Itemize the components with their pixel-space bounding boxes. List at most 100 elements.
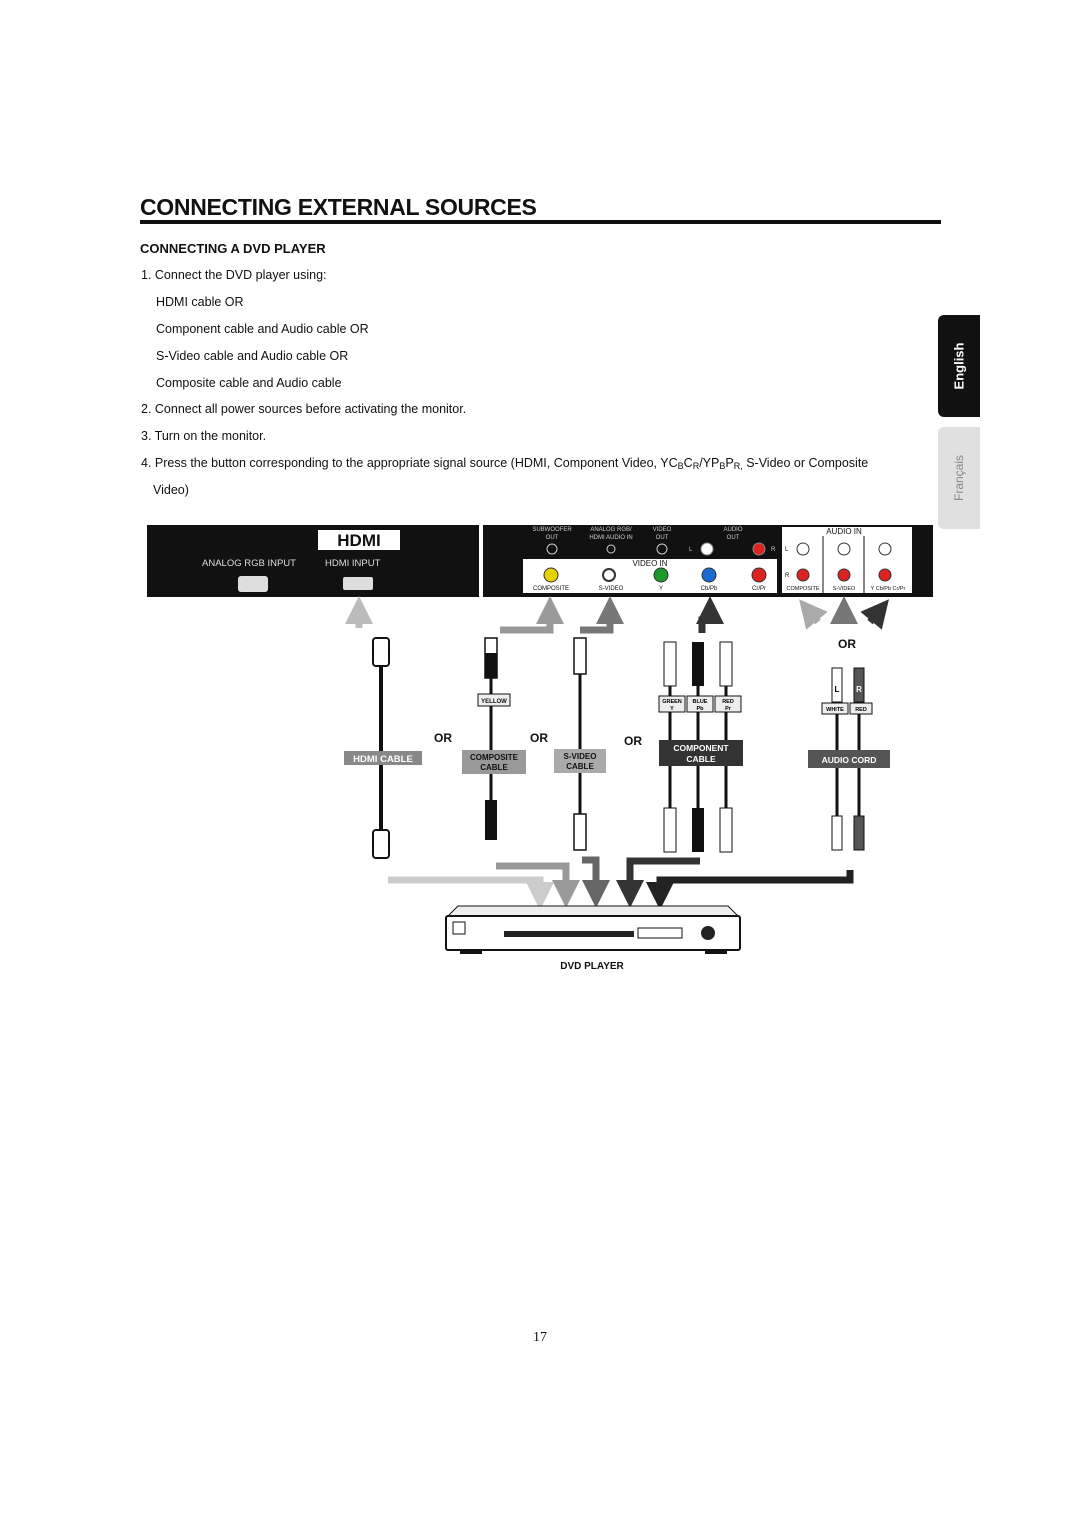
hdmi-plug-top-icon [372,637,390,667]
tab-francais[interactable]: Français [938,427,980,529]
svideo-jack-label: S-VIDEO [599,586,624,592]
audio-in-label: AUDIO IN [826,527,862,536]
svideo-plug-top-icon [573,637,587,675]
audio-up-arrow-3-icon [860,599,889,630]
svideo-cable-label-2: CABLE [566,762,594,771]
hdmi-input-label: HDMI INPUT [325,558,381,569]
svideo-cable-label-1: S-VIDEO [564,752,597,761]
red-tag [714,695,742,713]
tab-english[interactable]: English [938,315,980,417]
analog-rgb-input-label: ANALOG RGB INPUT [202,558,296,569]
blue-tag-label: BLUE [693,699,708,705]
audio-svideo-label: S-VIDEO [833,586,856,592]
audio-r1-jack-icon [796,568,810,582]
audio-in-l: L [785,547,789,553]
step-3: 3. Turn on the monitor. [141,429,267,443]
component-cable-badge [659,740,743,766]
composite-jack-label: COMPOSITE [533,586,569,592]
component-plug-green-bottom-icon [663,807,677,853]
step-4-c: C [683,456,693,470]
audio-in-jack-icon [606,544,616,554]
option-hdmi: HDMI cable OR [156,295,244,309]
cb-jack-icon [701,567,717,583]
svideo-jack-icon [602,568,616,582]
green-tag-y: Y [670,706,674,712]
composite-plug-bottom-icon [485,800,497,840]
audio-r3-jack-icon [878,568,892,582]
step-4-rest: S-Video or Composite [742,456,869,470]
connection-diagram: HDMI ANALOG RGB INPUT HDMI INPUT SUBWOOF… [147,525,933,972]
audio-plug-white-bottom-icon [831,815,843,851]
page-number: 17 [533,1330,547,1345]
audio-plug-r: R [856,685,862,694]
or-label-audio: OR [838,637,856,651]
audio-out-label: OUT [727,535,740,541]
svideo-down-arrow-icon [582,856,610,908]
audio-out-r-jack-icon [752,542,766,556]
red-audio-tag [849,702,873,715]
option-component: Component cable and Audio cable OR [156,322,369,336]
title-rule [140,220,941,224]
audio-composite-label: COMPOSITE [786,586,819,592]
dvd-top-icon [446,905,740,917]
audio-r2-jack-icon [837,568,851,582]
video-out-jack-icon [656,543,668,555]
white-tag-label: WHITE [826,707,844,713]
y-jack-icon [653,567,669,583]
audio-ycbcr-label: Y Cb/Pb Cr/Pr [871,586,906,592]
hdmi-plug-bottom-icon [372,829,390,859]
dvd-tray-icon [504,931,634,937]
dvd-power-icon [452,921,466,935]
sub-b: B [677,461,684,471]
audio-down-arrow-icon [646,870,854,910]
video-in-box [523,559,777,593]
audio-plug-red-bottom-icon [853,815,865,851]
blue-tag-pb: Pb [696,706,704,712]
step-4: 4. Press the button corresponding to the… [141,456,868,471]
audio-plug-l: L [835,685,840,694]
composite-cable-badge [462,750,526,774]
or-label-2: OR [530,731,548,745]
step-4-cont: Video) [153,483,189,497]
audio-in-r: R [785,573,790,579]
component-cable-label-2: CABLE [686,754,716,764]
hdmi-down-arrow-icon [388,876,554,910]
step-4-text: 4. Press the button corresponding to the… [141,456,678,470]
white-tag [821,702,849,715]
component-plug-green-icon [663,641,677,687]
hdmi-port-icon [343,577,373,590]
hdmi-logo-icon [318,530,400,550]
audio-l2-jack-icon [837,542,851,556]
component-plug-blue-bottom-icon [692,808,704,852]
yellow-tag [477,693,511,707]
dvd-foot-right [705,950,727,954]
analog-rgb-label: ANALOG RGB/ [590,527,632,533]
tab-francais-label: Français [952,454,966,502]
subwoofer-out-label: OUT [546,535,559,541]
audio-in-box [782,527,912,593]
cr-jack-icon [751,567,767,583]
component-plug-red-bottom-icon [719,807,733,853]
sub-r: R [692,461,700,471]
cr-jack-label: Cr/Pr [752,586,766,592]
component-up-arrow-icon [696,596,724,633]
audio-label: AUDIO [723,527,742,533]
audio-cord-badge [808,750,890,768]
option-svideo: S-Video cable and Audio cable OR [156,349,349,363]
option-composite: Composite cable and Audio cable [156,376,342,390]
audio-l3-jack-icon [878,542,892,556]
video-label: VIDEO [653,527,672,533]
hdmi-logo-text: HDMI [337,531,380,550]
green-tag-label: GREEN [662,699,682,705]
page-title: CONNECTING EXTERNAL SOURCES [140,194,537,220]
or-label-3: OR [624,734,642,748]
component-plug-blue-icon [692,642,704,686]
step-1: 1. Connect the DVD player using: [141,268,327,282]
dvd-buttons-icon [637,927,683,939]
composite-boot-top [485,653,497,678]
red-tag-label: RED [722,699,734,705]
audio-l1-jack-icon [796,542,810,556]
svideo-up-arrow-icon [580,596,624,634]
svideo-cable-badge [554,749,606,773]
composite-jack-icon [543,567,559,583]
